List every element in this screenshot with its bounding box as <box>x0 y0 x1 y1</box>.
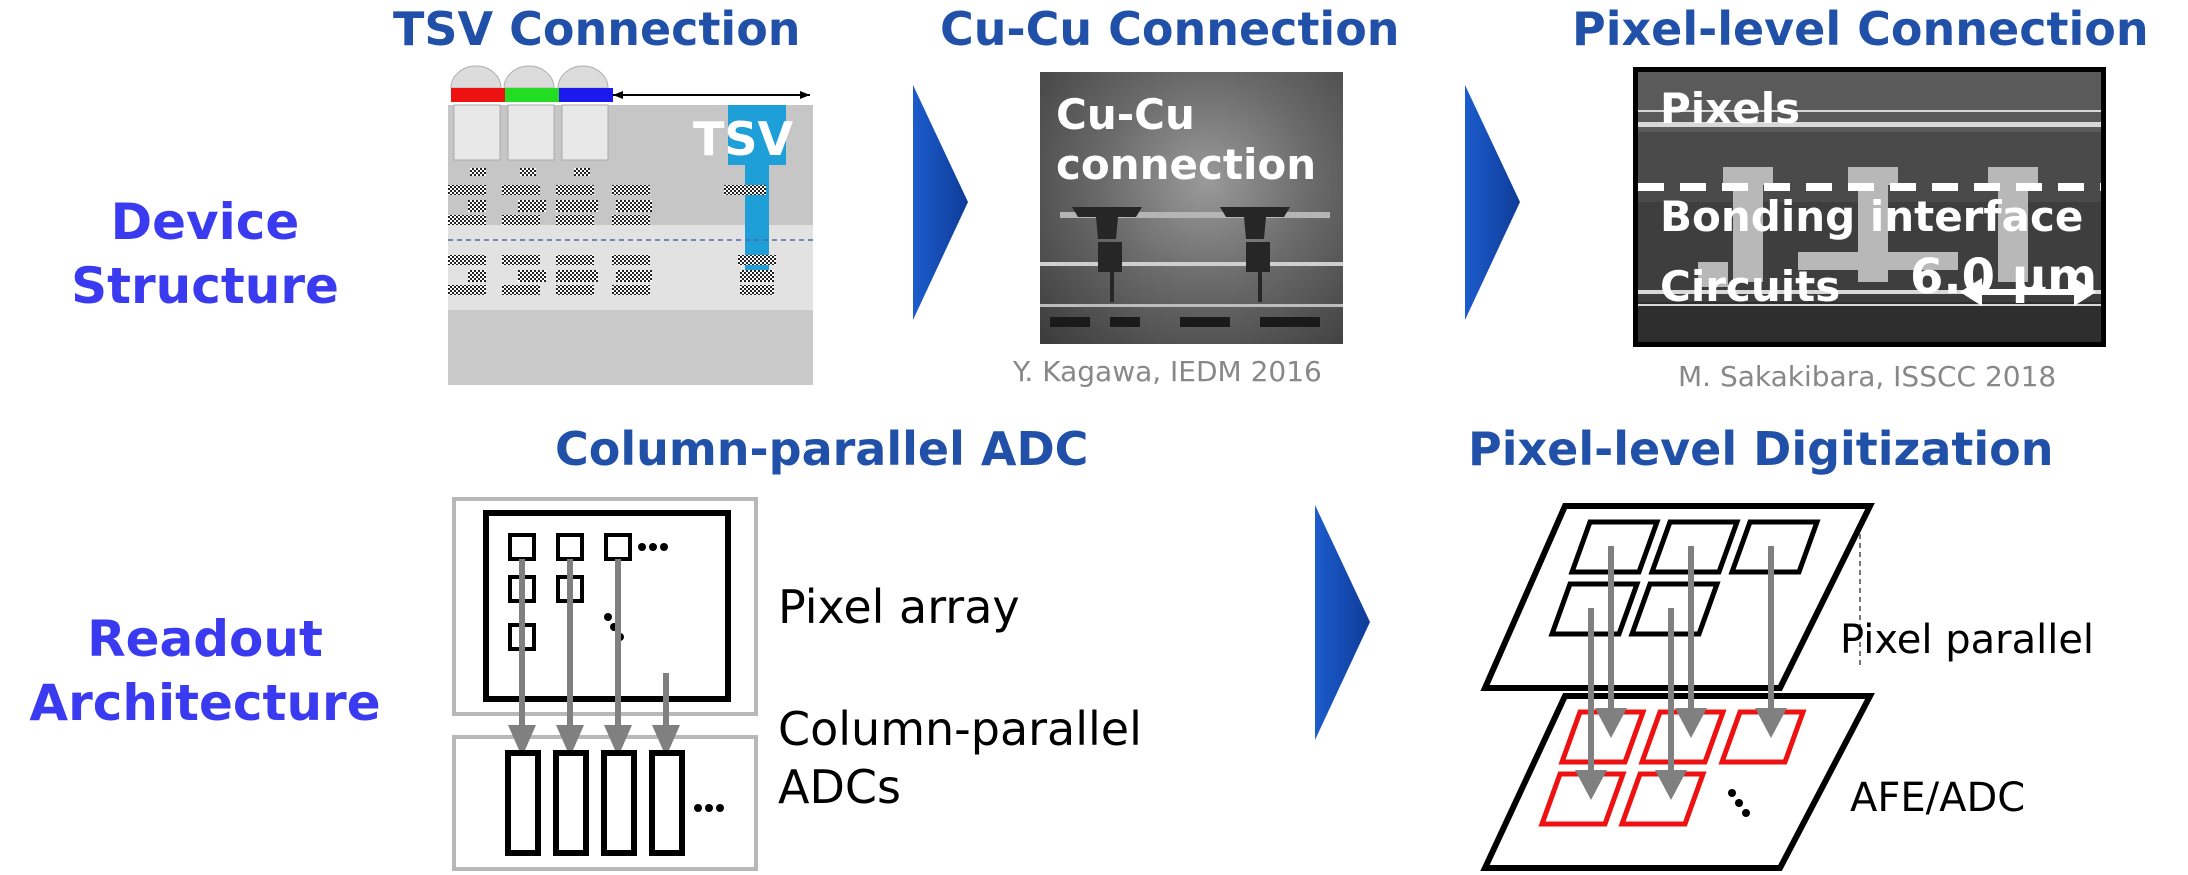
circuits-label: Circuits <box>1660 262 1841 311</box>
title-cucu-connection: Cu-Cu Connection <box>940 2 1400 56</box>
pixel-photo-structures <box>1638 72 2101 342</box>
cucu-sem-photo: Cu-Cu connection <box>1040 72 1343 344</box>
pixel-level-digitization-diagram <box>1480 503 1875 871</box>
pixel-connection-sem-photo: Pixels Bonding interface Circuits 6.0 μm <box>1633 67 2106 347</box>
scale-label: 6.0 μm <box>1910 249 2098 305</box>
bonding-interface-label: Bonding interface <box>1660 192 2084 241</box>
cucu-photo-label: Cu-Cu connection <box>1056 90 1317 189</box>
title-pixel-level-connection: Pixel-level Connection <box>1572 2 2149 56</box>
afe-adc-label: AFE/ADC <box>1850 775 2026 821</box>
right-arrow-icon <box>1315 505 1370 740</box>
tsv-cross-section-diagram <box>448 65 813 385</box>
pixels-label: Pixels <box>1660 84 1801 133</box>
cucu-photo-structures <box>1040 207 1343 327</box>
citation-kagawa: Y. Kagawa, IEDM 2016 <box>1013 355 1322 388</box>
title-tsv-connection: TSV Connection <box>393 2 801 56</box>
right-arrow-icon <box>913 85 968 320</box>
pixel-array-label: Pixel array <box>778 580 1020 634</box>
row-label-readout-architecture: Readout Architecture <box>29 610 381 732</box>
column-parallel-adcs-label: Column-parallel ADCs <box>778 702 1142 814</box>
tsv-label: TSV <box>693 112 794 166</box>
title-column-parallel-adc: Column-parallel ADC <box>555 422 1089 476</box>
title-pixel-level-digitization: Pixel-level Digitization <box>1468 422 2054 476</box>
right-arrow-icon <box>1465 85 1520 320</box>
column-parallel-adc-diagram <box>452 497 758 871</box>
citation-sakakibara: M. Sakakibara, ISSCC 2018 <box>1678 360 2057 393</box>
row-label-device-structure: Device Structure <box>71 193 339 315</box>
pixel-parallel-label: Pixel parallel <box>1840 617 2095 663</box>
